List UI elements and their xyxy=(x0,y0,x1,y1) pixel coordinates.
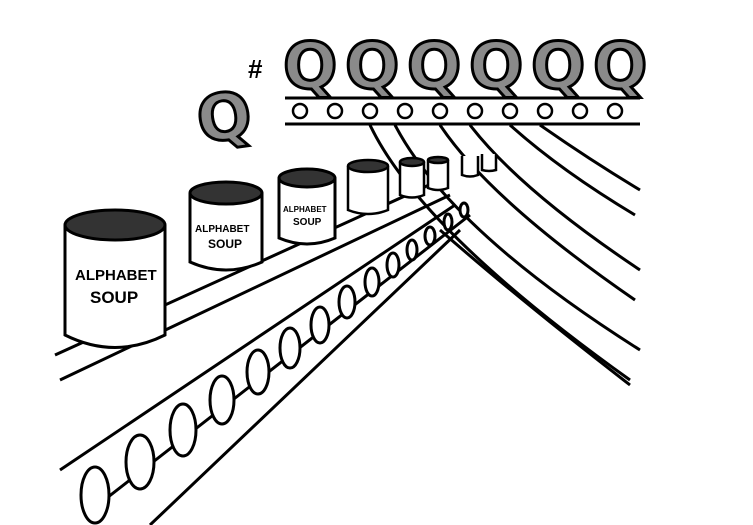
letter-q: Q xyxy=(531,30,585,104)
soup-can-medium: ALPHABET SOUP xyxy=(188,180,264,272)
letter-q: Q xyxy=(469,30,523,104)
can-label: ALPHABET xyxy=(195,224,249,235)
q-letters-row: Q Q Q Q Q Q xyxy=(282,29,649,106)
soup-can-large: ALPHABET SOUP xyxy=(63,208,167,349)
letter-q: Q xyxy=(283,30,337,104)
can-label: SOUP xyxy=(208,237,242,251)
letter-q: Q xyxy=(407,30,461,104)
distant-cans xyxy=(346,154,498,216)
letter-q: Q xyxy=(345,30,399,104)
number-sign: # xyxy=(248,54,263,84)
can-label: SOUP xyxy=(293,217,322,228)
chutes xyxy=(368,123,641,387)
can-label: ALPHABET xyxy=(75,267,157,284)
falling-letter-q: Q xyxy=(192,78,256,159)
can-label: ALPHABET xyxy=(283,205,327,214)
soup-can-small: ALPHABET SOUP xyxy=(277,167,337,246)
roller-conveyor xyxy=(59,201,471,525)
can-label: SOUP xyxy=(90,288,138,307)
letter-q: Q xyxy=(593,30,647,104)
chain-conveyor xyxy=(285,96,640,126)
